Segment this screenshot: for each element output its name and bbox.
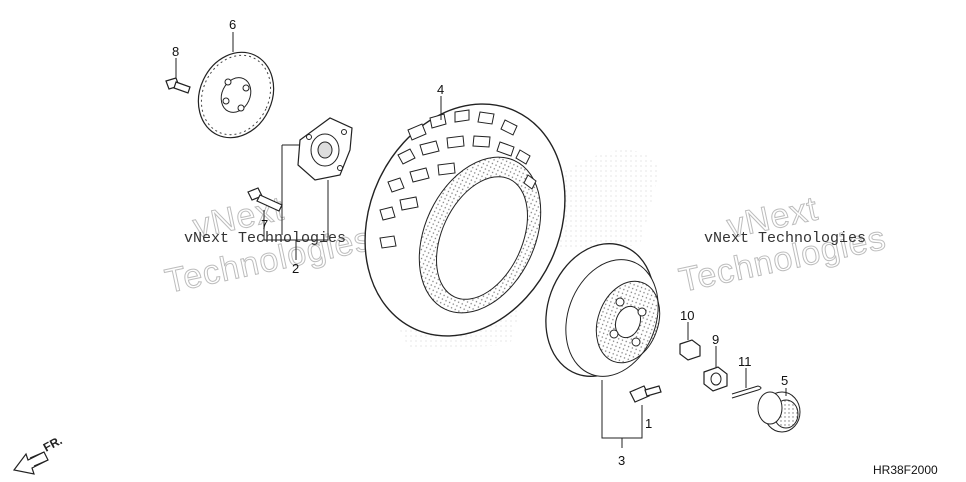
callout-10: 10 (680, 308, 694, 323)
callout-4: 4 (437, 82, 444, 97)
tire-tread (379, 109, 537, 249)
hub-bolt (247, 187, 283, 212)
valve-stem (629, 385, 662, 403)
callout-leaders (175, 32, 787, 396)
tire (364, 103, 566, 337)
callout-9: 9 (712, 332, 719, 347)
leader-lines-2-7 (263, 144, 329, 260)
watermark-right-line1: vNext Technologies (704, 230, 866, 247)
wheel-rim (545, 243, 661, 377)
disc-bolt (165, 77, 191, 94)
wheel-hub (297, 117, 353, 181)
cotter-pin (731, 385, 762, 399)
hub-spacer (757, 391, 801, 433)
brake-disc (197, 51, 275, 139)
front-direction-arrow: FR. (12, 433, 64, 475)
callout-6: 6 (229, 17, 236, 32)
callout-7: 7 (261, 217, 268, 232)
callout-3: 3 (618, 453, 625, 468)
callout-1: 1 (645, 416, 652, 431)
callout-5: 5 (781, 373, 788, 388)
callout-numbers: 1 2 3 4 5 6 7 8 9 10 11 (172, 17, 788, 468)
leader-lines-1-3 (601, 380, 643, 448)
watermark-left-line1: vNext Technologies (184, 230, 346, 247)
castle-nut (703, 366, 728, 392)
wheel-nut (679, 339, 701, 361)
watermark-right: vNext Technologies vNext Technologies (675, 189, 890, 300)
callout-11: 11 (738, 354, 752, 369)
callout-2: 2 (292, 261, 299, 276)
callout-8: 8 (172, 44, 179, 59)
diagram-code: HR38F2000 (873, 463, 938, 477)
